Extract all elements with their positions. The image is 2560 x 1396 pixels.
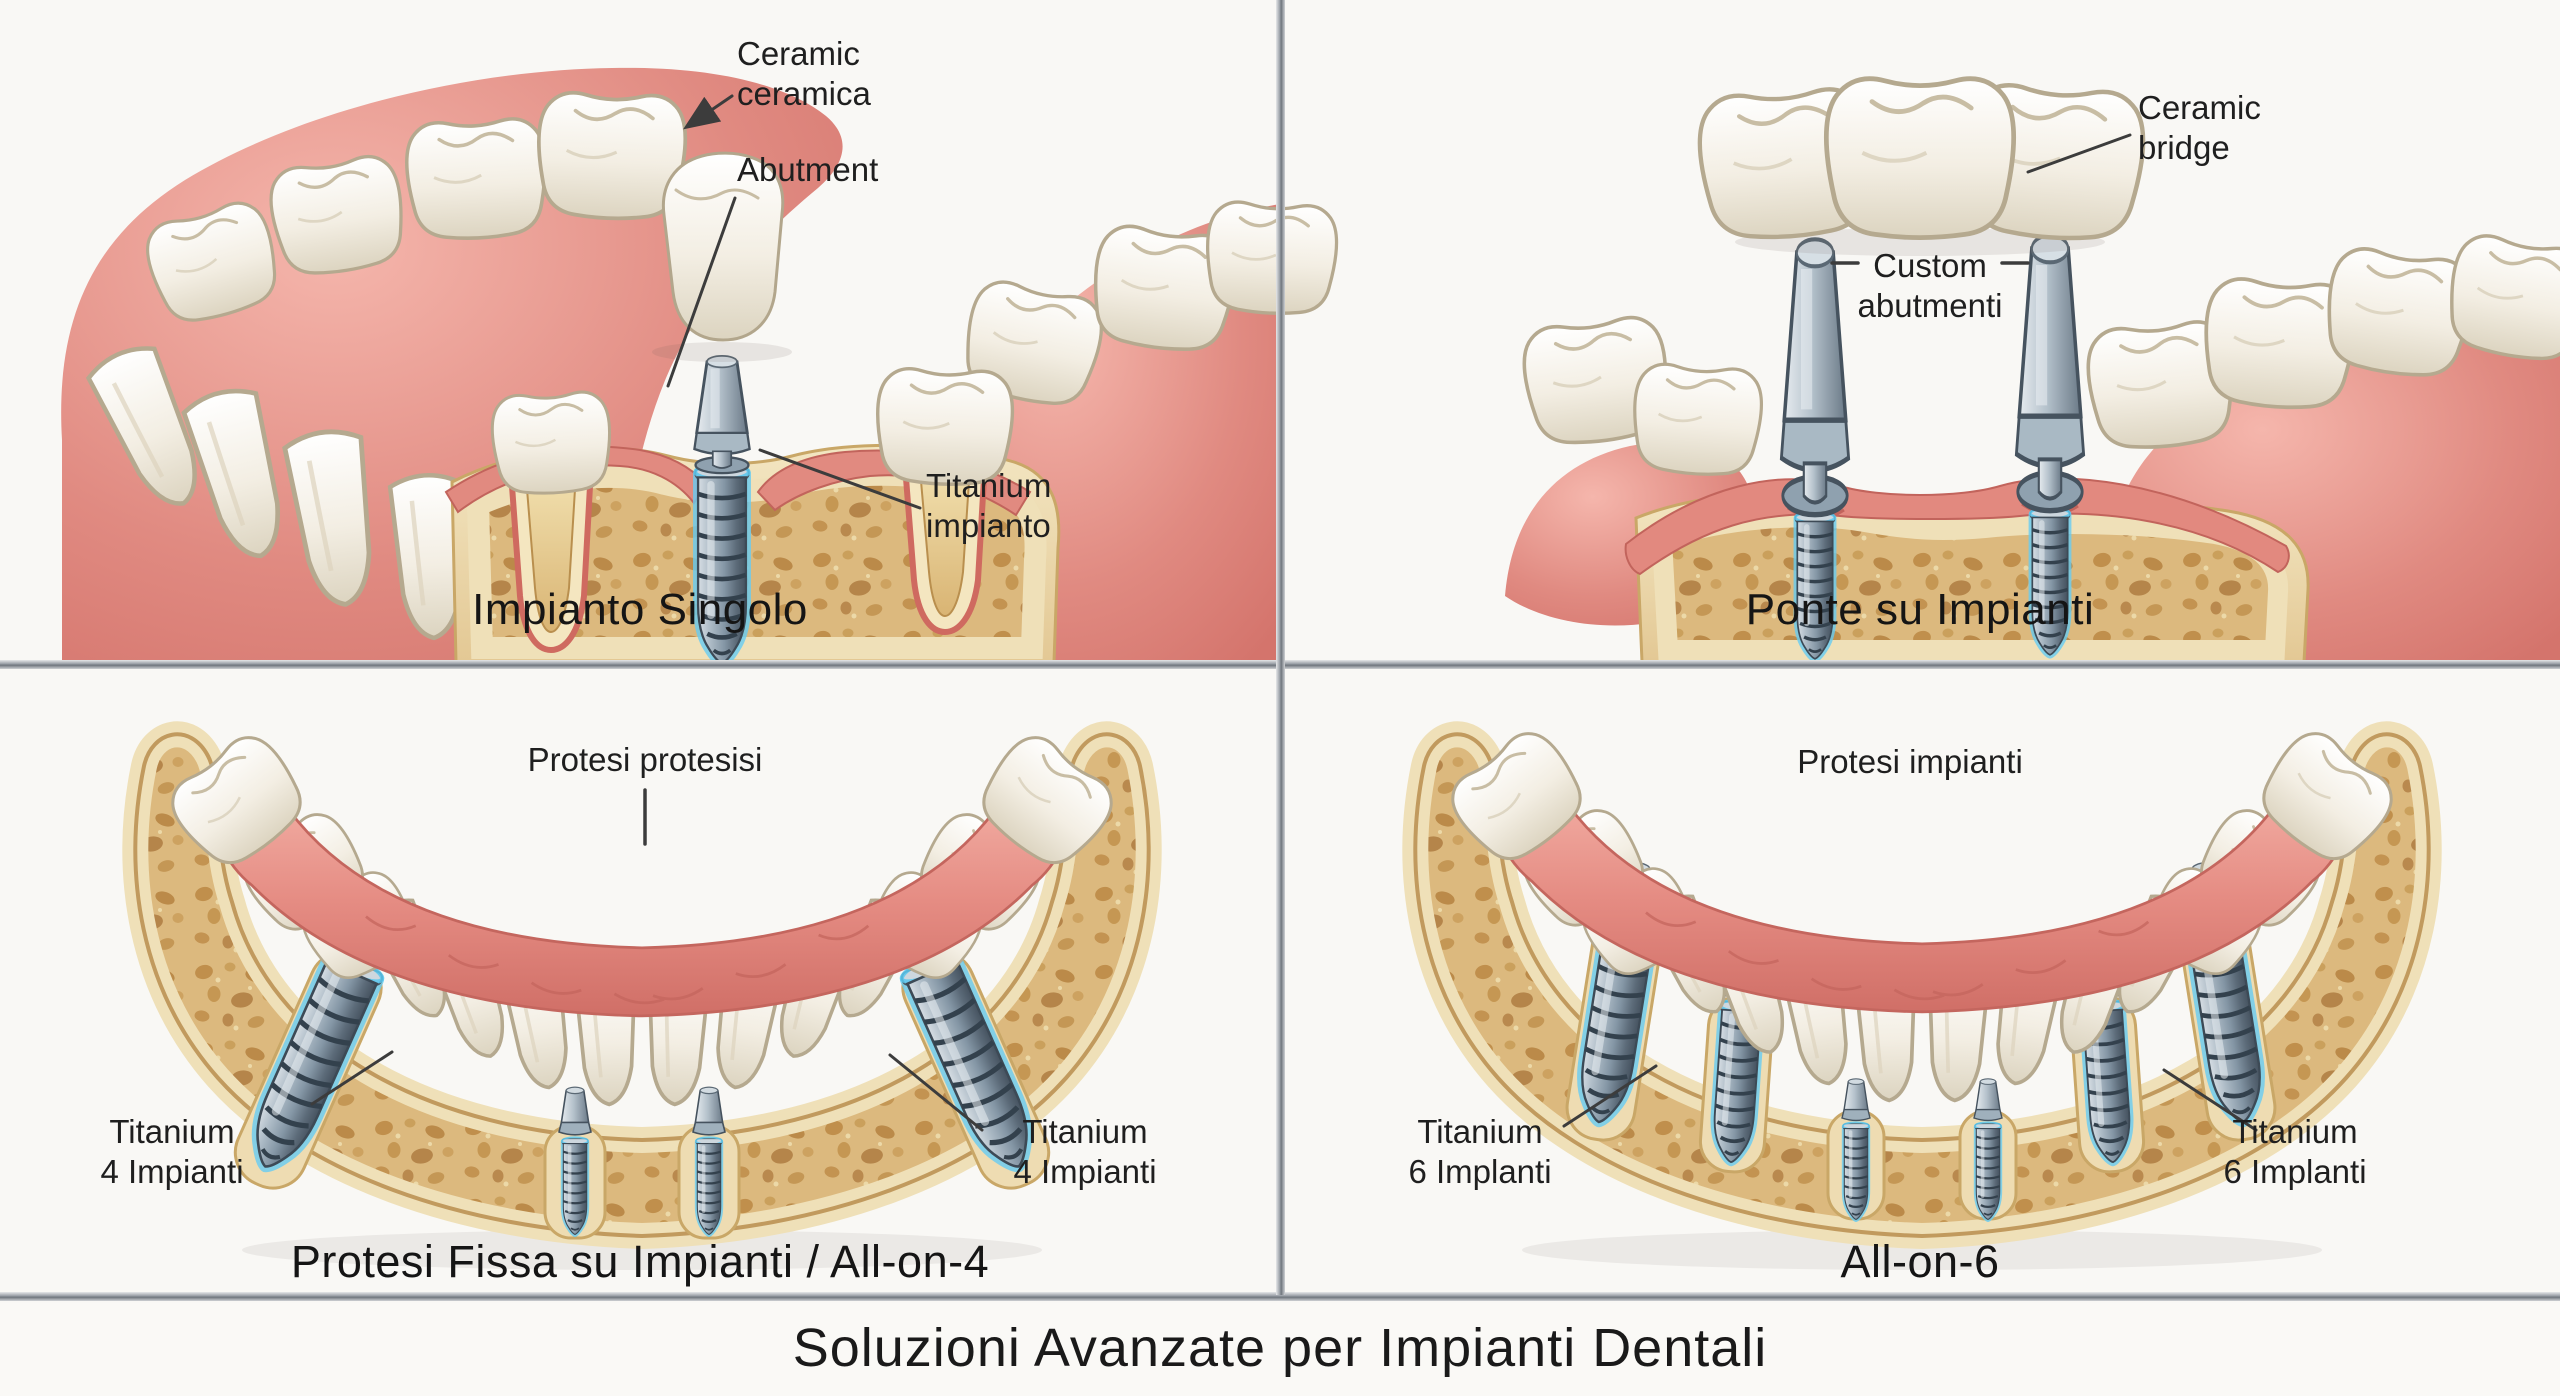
label-titanium-6-left: Titanium 6 Implanti: [1408, 1113, 1552, 1191]
label-titanium-6-right: Titanium 6 Implanti: [2223, 1113, 2367, 1191]
leader-ceramic-bridge: [2026, 133, 2132, 174]
leader-all-on-6-left: [1562, 1064, 1658, 1128]
quadrant-art-single-implant: [61, 67, 1341, 664]
label-titanium-implant: Titanium impianto: [926, 467, 1052, 545]
leader-all-on-4-left: [310, 1050, 394, 1106]
quadrant-art-implant-bridge: [1505, 79, 2560, 664]
leader-titanium-implant: [758, 448, 922, 510]
label-titanium-4-left: Titanium 4 Impianti: [100, 1113, 244, 1191]
label-ceramic-crown: Ceramic ceramica: [737, 35, 871, 113]
abutment-illustration: [692, 354, 752, 475]
quadrant-art-all-on-4: [135, 726, 1148, 1270]
caption-implant-bridge: Ponte su Impianti: [1745, 585, 2095, 634]
illustration-canvas: [61, 67, 2560, 1270]
caption-all-on-6: All-on-6: [1840, 1236, 2000, 1287]
ceramic-bridge-illustration: [1696, 79, 2146, 256]
label-prosthesis-all-on-6: Protesi impianti: [1797, 743, 2023, 780]
title-banner: Soluzioni Avanzate per Impianti Dentali: [0, 1303, 2560, 1396]
custom-abutment-left: [1781, 239, 1848, 514]
leader-ceramic-crown: [683, 94, 734, 130]
label-ceramic-bridge: Ceramic bridge: [2138, 89, 2261, 167]
leader-all-on-4-right: [888, 1053, 984, 1132]
page-title: Soluzioni Avanzate per Impianti Dentali: [792, 1318, 1768, 1378]
label-custom-abutments: Custom abutmenti: [1857, 247, 2003, 325]
divider-vertical: [1276, 0, 1285, 1295]
custom-abutment-right: [2016, 235, 2083, 510]
caption-single-implant: Impianto Singolo: [472, 585, 808, 634]
ceramic-crown-illustration: [661, 151, 785, 342]
label-prosthesis-all-on-4: Protesi protesisi: [527, 741, 763, 778]
leader-all-on-6-right: [2162, 1068, 2258, 1132]
label-abutment: Abutment: [737, 151, 879, 188]
leader-lines: [310, 94, 2258, 1132]
caption-all-on-4: Protesi Fissa su Impianti / All-on-4: [290, 1236, 990, 1287]
bone-cross-section: [444, 365, 1061, 664]
single-implant-illustration: [652, 151, 792, 663]
quadrant-art-all-on-6: [1415, 722, 2428, 1270]
leader-abutment: [666, 196, 737, 388]
label-titanium-4-right: Titanium 4 Impianti: [1013, 1113, 1157, 1191]
divider-horizontal-bottom: [0, 1292, 2560, 1301]
